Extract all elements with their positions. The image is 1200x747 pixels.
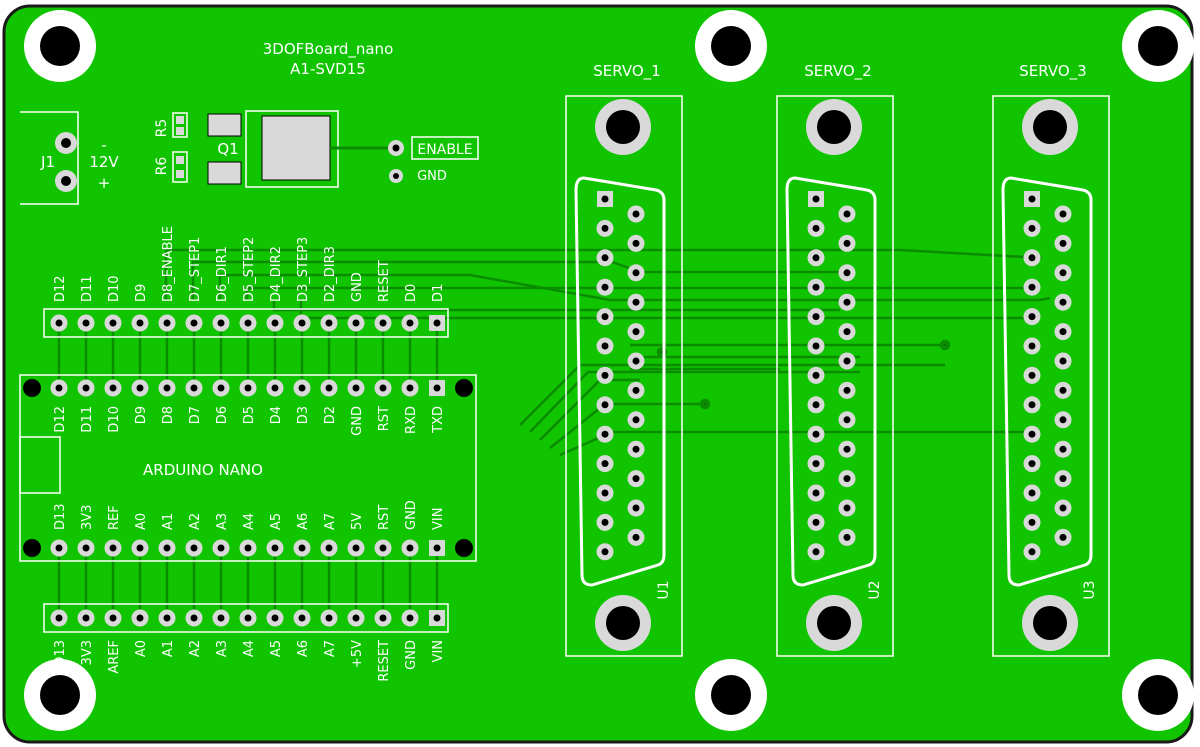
- power-ref: J1: [40, 153, 55, 171]
- nano-bottom-label: A1: [161, 513, 176, 530]
- power-connector: J1 - 12V +: [20, 111, 119, 205]
- nano-bottom-label: A6: [296, 513, 311, 530]
- driver-components: R5 R6 Q1 ENABLE GND: [154, 110, 479, 188]
- nano-top-label: D3: [296, 406, 311, 424]
- header-top-label: D3_STEP3: [296, 237, 311, 302]
- nano-bottom-label: A4: [242, 513, 257, 530]
- nano-bottom-label: A5: [269, 513, 284, 530]
- header-top-label: D0: [404, 284, 419, 302]
- header-top-label: D12: [53, 275, 68, 302]
- header-bottom-label: A2: [188, 640, 203, 657]
- header-top-label: D9: [134, 284, 149, 302]
- nano-title: ARDUINO NANO: [143, 461, 263, 479]
- nano-top-label: D9: [134, 406, 149, 424]
- power-voltage-label: 12V: [89, 153, 119, 171]
- nano-top-label: RST: [377, 406, 392, 431]
- header-top-label: GND: [350, 272, 365, 302]
- servo-2: SERVO_2 U2: [776, 62, 894, 657]
- header-top-label: D7_STEP1: [188, 237, 203, 302]
- nano-bottom-label: 3V3: [80, 505, 95, 530]
- gnd-label: GND: [417, 169, 447, 184]
- nano-top-label: D4: [269, 406, 284, 424]
- header-top-label: D8_ENABLE: [161, 226, 176, 302]
- header-top-label: D1: [431, 284, 446, 302]
- header-top-label: D4_DIR2: [269, 246, 284, 302]
- nano-bottom-label: D13: [53, 503, 68, 530]
- header-bottom-label: A6: [296, 640, 311, 657]
- nano-bottom-label: A2: [188, 513, 203, 530]
- header-top-label: RESET: [377, 260, 392, 302]
- header-bottom-label: A0: [134, 640, 149, 657]
- r6-label: R6: [154, 157, 170, 176]
- nano-bottom-label: A7: [323, 513, 338, 530]
- header-bottom-label: AREF: [107, 640, 122, 674]
- header-bottom: D13 3V3 AREF A0 A1 A2 A3 A4 A5 A6 A7 +5V RESET GND VIN: [43, 603, 449, 682]
- header-bottom-label: VIN: [431, 640, 446, 662]
- nano-top-label: GND: [350, 406, 365, 436]
- nano-bottom-label: A3: [215, 513, 230, 530]
- nano-top-label: D5: [242, 406, 257, 424]
- r5-label: R5: [154, 119, 170, 138]
- header-bottom-label: A5: [269, 640, 284, 657]
- header-top: D12 D11 D10 D9 D8_ENABLE D7_STEP1 D6_DIR1 D5_ST…: [43, 226, 449, 338]
- mounting-holes: [24, 10, 1194, 731]
- header-bottom-label: A3: [215, 640, 230, 657]
- servo-3-ref: U3: [1082, 580, 1098, 599]
- nano-top-label: D2: [323, 406, 338, 424]
- nano-top-label: TXD: [431, 406, 446, 434]
- servo-1-ref: U1: [656, 580, 672, 599]
- nano-bottom-label: GND: [404, 500, 419, 530]
- nano-bottom-label: A0: [134, 513, 149, 530]
- servo-3: SERVO_3 U3: [992, 62, 1110, 657]
- board-title: 3DOFBoard_nano: [263, 40, 394, 59]
- servo-1: SERVO_1 U1: [565, 62, 683, 657]
- nano-top-label: D11: [80, 406, 95, 433]
- enable-label: ENABLE: [417, 142, 472, 158]
- nano-top-label: D7: [188, 406, 203, 424]
- enable-label-box: [411, 136, 479, 160]
- header-bottom-label: GND: [404, 640, 419, 670]
- header-bottom-label: A1: [161, 640, 176, 657]
- servo-2-ref: U2: [867, 580, 883, 599]
- nano-top-label: D12: [53, 406, 68, 433]
- header-top-label: D2_DIR3: [323, 246, 338, 302]
- header-top-label: D11: [80, 275, 95, 302]
- servo-3-name: SERVO_3: [1019, 62, 1086, 81]
- nano-bottom-label: RST: [377, 505, 392, 530]
- q1-label: Q1: [217, 140, 238, 158]
- header-bottom-label: 3V3: [80, 640, 95, 665]
- board-revision: A1-SVD15: [290, 60, 366, 78]
- header-bottom-label: A4: [242, 640, 257, 657]
- nano-bottom-label: VIN: [431, 508, 446, 530]
- servo-1-name: SERVO_1: [593, 62, 660, 81]
- header-top-label: D6_DIR1: [215, 246, 230, 302]
- header-bottom-label: +5V: [350, 640, 365, 668]
- servo-connectors: SERVO_1 U1 SERVO_2 U2 SERVO_3 U3: [565, 62, 1110, 657]
- nano-usb: [19, 436, 61, 494]
- nano-bottom-label: REF: [107, 505, 122, 530]
- servo-2-name: SERVO_2: [804, 62, 871, 81]
- header-bottom-label: D13: [53, 640, 68, 667]
- header-bottom-label: RESET: [377, 640, 392, 682]
- header-bottom-label: A7: [323, 640, 338, 657]
- header-top-label: D5_STEP2: [242, 237, 257, 302]
- power-neg-label: -: [101, 136, 106, 154]
- nano-top-label: D8: [161, 406, 176, 424]
- nano-bottom-label: 5V: [350, 513, 365, 530]
- nano-top-label: D6: [215, 406, 230, 424]
- nano-top-label: RXD: [404, 406, 419, 434]
- power-pos-label: +: [98, 174, 111, 192]
- nano-top-label: D10: [107, 406, 122, 433]
- header-top-label: D10: [107, 275, 122, 302]
